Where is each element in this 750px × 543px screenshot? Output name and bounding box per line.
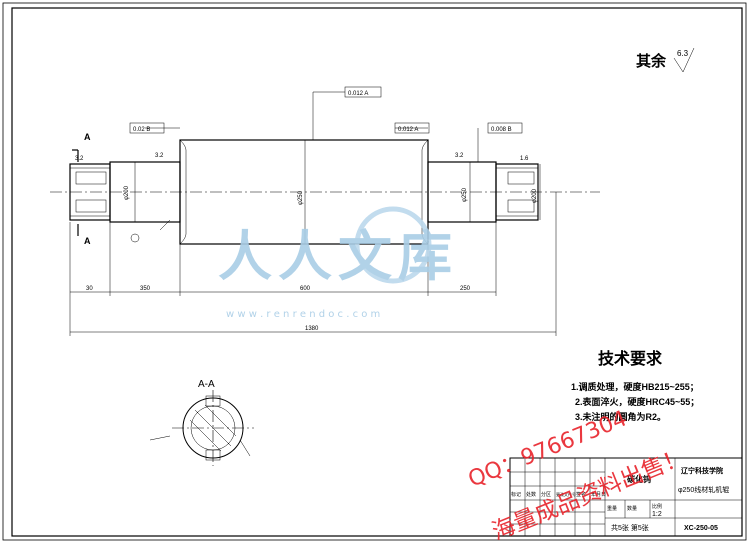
diameter-end: φ200 bbox=[532, 188, 538, 203]
roughness-symbol-icon bbox=[673, 47, 695, 73]
roughness-small-2: 3.2 bbox=[155, 153, 164, 159]
length-250: 250 bbox=[460, 286, 471, 292]
inner-border bbox=[11, 7, 743, 537]
tolerance-frames: 0.012 A 0.02 B 0.012 A 0.008 B bbox=[129, 86, 523, 162]
tolerance-frame-2: 0.02 B bbox=[133, 127, 150, 133]
tb-sheets: 共5张 第5张 bbox=[611, 523, 649, 532]
tb-row-label-2: 处数 bbox=[526, 491, 536, 498]
section-marks: A A bbox=[72, 132, 91, 246]
length-dimensions: 30 350 600 250 1380 bbox=[69, 192, 557, 336]
title-block: 标记 处数 分区 更改文件号 签名 年月日 碳化钨 辽宁科技学院 φ250线材轧… bbox=[509, 457, 743, 537]
section-mark-bottom: A bbox=[84, 236, 91, 246]
length-total: 1380 bbox=[305, 326, 319, 332]
tolerance-frame-3: 0.012 A bbox=[398, 127, 418, 133]
tb-material: 碳化钨 bbox=[627, 474, 651, 484]
tech-req-item-3: 3.未注明的圆角为R2。 bbox=[575, 411, 666, 422]
tb-drawing-no: XC-250-05 bbox=[684, 525, 718, 532]
shaft-outline bbox=[69, 139, 539, 245]
section-view: A-A bbox=[149, 379, 254, 466]
tb-weight-label: 重量 bbox=[607, 505, 617, 512]
roughness-note: 其余 6.3 bbox=[636, 47, 695, 73]
datum-circle-icon bbox=[130, 233, 140, 243]
section-label: A-A bbox=[198, 379, 215, 390]
surface-marks: 3.2 3.2 3.2 1.6 bbox=[75, 153, 529, 162]
tb-row-label-4: 更改文件号 bbox=[556, 491, 576, 497]
watermark-logo-ring-icon bbox=[354, 206, 432, 284]
roughness-small-1: 3.2 bbox=[75, 156, 84, 162]
tb-count-label: 数量 bbox=[627, 505, 637, 512]
watermark-brand: 人人文库 bbox=[218, 225, 458, 288]
tech-req-item-1: 1.调质处理，硬度HB215~255； bbox=[571, 381, 699, 393]
watermark: 人人文库 w w w . r e n r e n d o c . c o m Q… bbox=[218, 206, 690, 543]
roughness-small-3: 3.2 bbox=[455, 153, 464, 159]
roughness-small-4: 1.6 bbox=[520, 156, 529, 162]
length-350: 350 bbox=[140, 286, 151, 292]
diameter-body: φ250 bbox=[298, 190, 304, 205]
tb-row-label-3: 分区 bbox=[541, 491, 551, 498]
tech-req-item-2: 2.表面淬火，硬度HRC45~55； bbox=[575, 396, 699, 408]
tb-row-label-5: 签名 bbox=[576, 491, 586, 498]
diameter-dimensions: φ200 φ250 φ250 φ200 bbox=[124, 140, 541, 244]
watermark-url: w w w . r e n r e n d o c . c o m bbox=[226, 309, 380, 320]
diameter-right: φ250 bbox=[462, 187, 468, 202]
tolerance-frame-1: 0.012 A bbox=[348, 91, 368, 97]
diameter-left: φ200 bbox=[124, 185, 130, 200]
technical-requirements: 技术要求 1.调质处理，硬度HB215~255； 2.表面淬火，硬度HRC45~… bbox=[571, 349, 699, 422]
tb-row-label-6: 年月日 bbox=[591, 491, 606, 498]
tb-row-label-1: 标记 bbox=[511, 491, 521, 498]
roughness-prefix: 其余 bbox=[636, 52, 667, 70]
length-600: 600 bbox=[300, 286, 311, 292]
tech-req-title: 技术要求 bbox=[598, 349, 663, 368]
length-30: 30 bbox=[86, 286, 93, 292]
tb-product: φ250线材轧机辊 bbox=[678, 485, 729, 494]
tb-scale: 1:2 bbox=[652, 511, 662, 518]
roughness-value: 6.3 bbox=[677, 49, 689, 58]
section-mark-top: A bbox=[84, 132, 91, 142]
tb-school: 辽宁科技学院 bbox=[681, 466, 723, 475]
tb-scale-label: 比例 bbox=[652, 503, 662, 510]
tolerance-frame-4: 0.008 B bbox=[491, 127, 512, 133]
